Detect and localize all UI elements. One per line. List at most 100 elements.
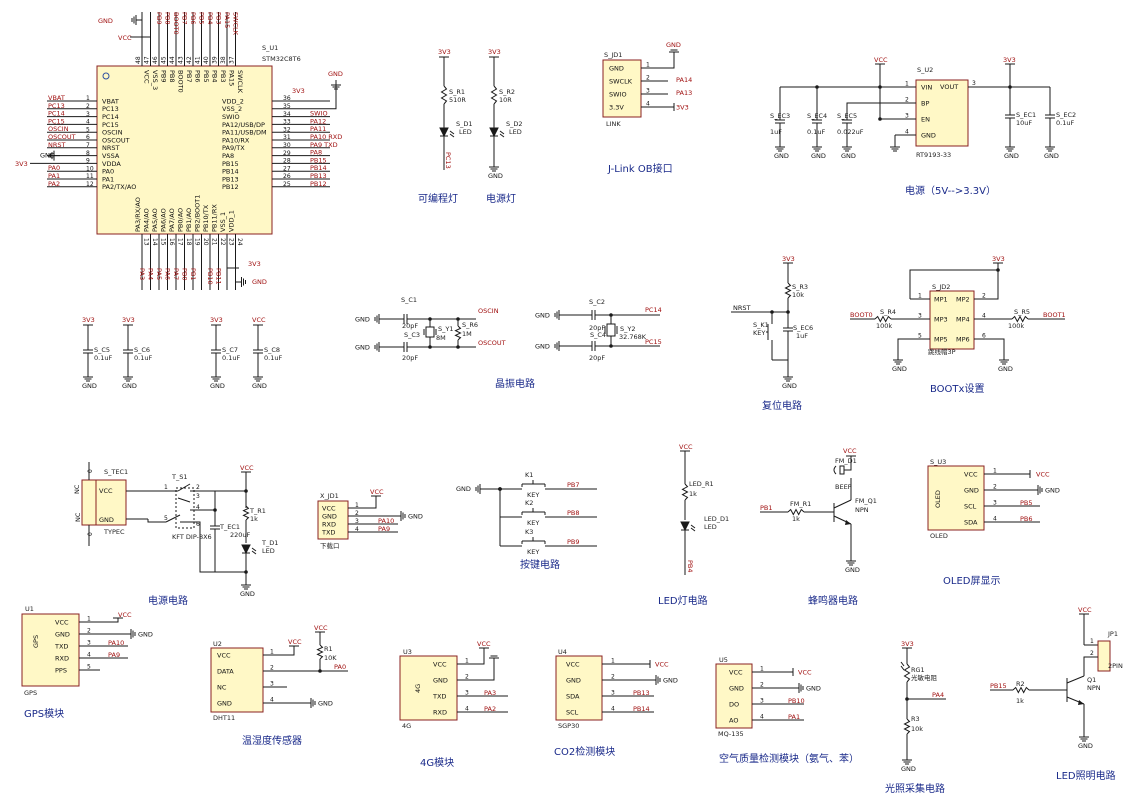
mcu-pin-name: PA1	[102, 175, 114, 183]
pin-number: 1	[1090, 638, 1094, 645]
divider-resistor	[903, 718, 911, 735]
mcu-pin-name: PA2/TX/AO	[102, 183, 136, 191]
pin-number: 1	[760, 666, 764, 673]
net-label: PA10	[378, 517, 394, 525]
mcu-pin-number: 6	[86, 134, 90, 141]
led-resistor	[490, 85, 498, 105]
mcu-pin-name: PA0	[102, 168, 114, 176]
cap-value: 1uF	[770, 128, 782, 136]
net-label: SWCLK	[232, 12, 240, 36]
section-title: 电源灯	[486, 192, 516, 205]
mcu-pin-number: 9	[86, 158, 90, 165]
net-label: PA9	[108, 651, 120, 659]
mcu-pin-name: PA5/AO	[151, 208, 159, 232]
resistor-ref: R3	[911, 715, 920, 723]
cap-ref: S_EC1	[1016, 111, 1036, 119]
dht-body	[210, 647, 264, 713]
component-ref: RG1	[911, 666, 925, 674]
led-value: LED	[459, 128, 472, 136]
crystal-circuit: GNDGNDS_C120pFS_C320pFS_Y18MS_R61MOSCINO…	[355, 296, 662, 390]
pin-name: GND	[433, 676, 448, 684]
pin-name: PPS	[55, 666, 67, 674]
junction-dot	[244, 489, 248, 493]
mcu-pin-number: 1	[86, 95, 90, 102]
mcu-pin-name: VSS_1	[219, 212, 227, 232]
gnd-label: GND	[666, 41, 681, 49]
pin-number: 2	[611, 674, 615, 681]
pin-name: NC	[73, 484, 81, 494]
net-label: PB15	[310, 156, 327, 164]
pin-name: GND	[566, 676, 581, 684]
pin-number: 2	[270, 665, 274, 672]
pin-number: 3	[355, 518, 359, 525]
pin-name: NC	[217, 683, 227, 691]
wire	[370, 496, 377, 509]
pin-number: 4	[355, 526, 359, 533]
emitter-arrow	[845, 520, 851, 525]
power-label: VCC	[679, 443, 693, 451]
pin-number: 4	[465, 706, 469, 713]
component-ref: U3	[403, 648, 412, 656]
wire	[449, 133, 455, 138]
pin-name: SWCLK	[609, 77, 633, 85]
mcu-pin-number: 11	[86, 173, 94, 180]
net-label: PB9	[155, 12, 163, 25]
pin-number: 4	[270, 697, 274, 704]
section-label: 下载口	[320, 541, 340, 550]
gnd-label: GND	[1004, 152, 1019, 160]
wire	[287, 646, 295, 656]
pin-name: MP1	[934, 295, 948, 303]
gnd-label: GND	[663, 677, 678, 685]
crystal-ref: S_Y2	[620, 325, 635, 333]
cap-ref: S_EC3	[770, 112, 790, 120]
net-label: PA2	[48, 180, 60, 188]
gnd-label: GND	[1045, 487, 1060, 495]
mcu-pin-number: 5	[86, 126, 90, 133]
pin-name: VCC	[964, 470, 978, 478]
status-led	[439, 127, 449, 138]
mcu-pin-name: PB5	[202, 70, 210, 83]
net-label: PC15	[48, 117, 65, 125]
mcu-pin-number: 35	[283, 103, 291, 110]
pin-name: EN	[921, 115, 930, 123]
net-label: PA1	[788, 713, 800, 721]
mcu-pin-name: PB3	[219, 70, 227, 83]
net-label: PB0	[181, 268, 189, 281]
mcu-ref: S_U1	[262, 44, 278, 52]
oled-body	[927, 465, 985, 531]
mcu-pin-name: PB2/BOOT1	[194, 195, 202, 232]
resistor-value: 10k	[911, 725, 923, 733]
led-value: LED	[704, 523, 717, 531]
mcu-pin-number: 14	[151, 238, 158, 246]
led-ref: S_D1	[456, 120, 473, 128]
section-title: 4G模块	[420, 757, 454, 769]
pin-name: GND	[322, 512, 337, 520]
pin-number: 2	[355, 510, 359, 517]
power-label: 3V3	[122, 316, 135, 324]
pin-name: 3.3V	[609, 103, 624, 111]
resistor-value: 100k	[1008, 322, 1024, 330]
net-label: PB14	[310, 164, 327, 172]
gnd-label: GND	[806, 685, 821, 693]
junction-dot	[428, 317, 432, 321]
power-label: VCC	[288, 638, 302, 646]
section-title: 可编程灯	[418, 192, 458, 205]
wire	[478, 658, 495, 681]
section-title: BOOTx设置	[930, 383, 984, 395]
net-label: PA7	[172, 268, 180, 280]
switch-pin-number: 6	[196, 521, 200, 528]
gnd-label: GND	[210, 382, 225, 390]
switch-pin-number: 1	[164, 484, 168, 491]
net-label: PB11	[215, 268, 223, 285]
mcu-pin-name: PA15	[227, 70, 235, 86]
power-label: VCC	[252, 316, 266, 324]
cap-value: 0.1uF	[264, 354, 282, 362]
wire	[251, 550, 257, 555]
section-title: 光照采集电路	[885, 782, 945, 795]
gnd-label: GND	[318, 700, 333, 708]
